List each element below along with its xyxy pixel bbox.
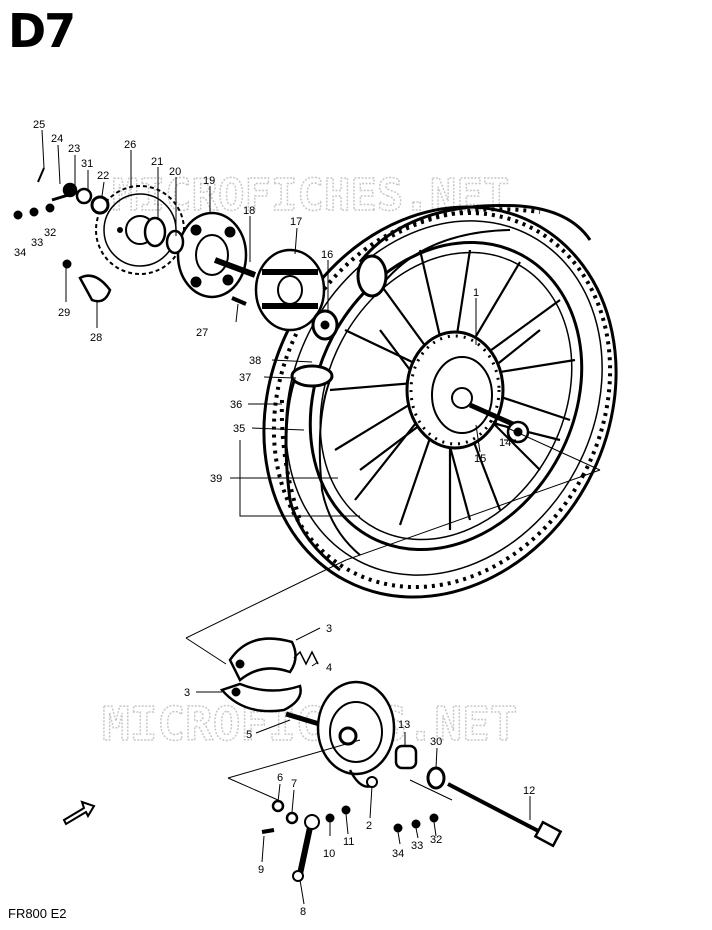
brake-shoe-icon <box>219 637 327 729</box>
front-arrow-icon <box>62 800 96 826</box>
callout-18: 18 <box>243 205 255 217</box>
callout-11: 11 <box>343 836 354 848</box>
callout-13: 13 <box>398 719 410 731</box>
callout-19: 19 <box>203 175 215 187</box>
callout-31: 31 <box>81 158 93 170</box>
callout-8: 8 <box>300 906 306 918</box>
callout-5: 5 <box>246 729 252 741</box>
callout-33-bottom: 33 <box>411 840 423 852</box>
callout-32-bottom: 32 <box>430 834 442 846</box>
callout-3-left: 3 <box>184 687 190 699</box>
callout-23: 23 <box>68 143 80 155</box>
callout-29: 29 <box>58 307 70 319</box>
callout-12: 12 <box>523 785 535 797</box>
callout-15: 15 <box>474 453 486 465</box>
callout-4: 4 <box>326 662 332 674</box>
callout-2: 2 <box>366 820 372 832</box>
leader-lines <box>41 129 601 905</box>
tube-icon <box>279 364 361 572</box>
callout-25: 25 <box>33 119 45 131</box>
callout-17: 17 <box>290 216 302 228</box>
callout-36: 36 <box>230 399 242 411</box>
callout-9: 9 <box>258 864 264 876</box>
callout-33-top: 33 <box>31 237 43 249</box>
page-code: D7 <box>8 4 76 58</box>
callout-7: 7 <box>291 778 297 790</box>
tire-icon <box>356 203 592 298</box>
callout-35: 35 <box>233 423 245 435</box>
callout-3-top: 3 <box>326 623 332 635</box>
callout-16: 16 <box>321 249 333 261</box>
callout-24: 24 <box>51 133 63 145</box>
callout-38: 38 <box>249 355 261 367</box>
callout-10: 10 <box>323 848 335 860</box>
callout-28: 28 <box>90 332 102 344</box>
axle-icon <box>447 782 563 848</box>
callout-14: 14 <box>499 437 511 449</box>
callout-22: 22 <box>97 170 109 182</box>
callout-1: 1 <box>473 287 479 299</box>
callout-30: 30 <box>430 736 442 748</box>
callout-37: 37 <box>239 372 251 384</box>
callout-39: 39 <box>210 473 222 485</box>
callout-34-bottom: 34 <box>392 848 404 860</box>
brake-panel-icon <box>261 680 446 882</box>
callout-20: 20 <box>169 166 181 178</box>
callout-21: 21 <box>151 156 163 168</box>
callout-32-top: 32 <box>44 227 56 239</box>
callout-34-top: 34 <box>14 247 26 259</box>
wheel-icon <box>262 205 618 599</box>
callout-27: 27 <box>196 327 208 339</box>
callout-labels: 25 24 23 31 22 26 21 20 19 18 17 16 34 3… <box>14 119 535 918</box>
callout-6: 6 <box>277 772 283 784</box>
model-code: FR800 E2 <box>8 906 67 921</box>
callout-26: 26 <box>124 139 136 151</box>
watermark-bottom: MICROFICHES.NET <box>102 697 517 751</box>
hub-icon <box>13 167 339 341</box>
